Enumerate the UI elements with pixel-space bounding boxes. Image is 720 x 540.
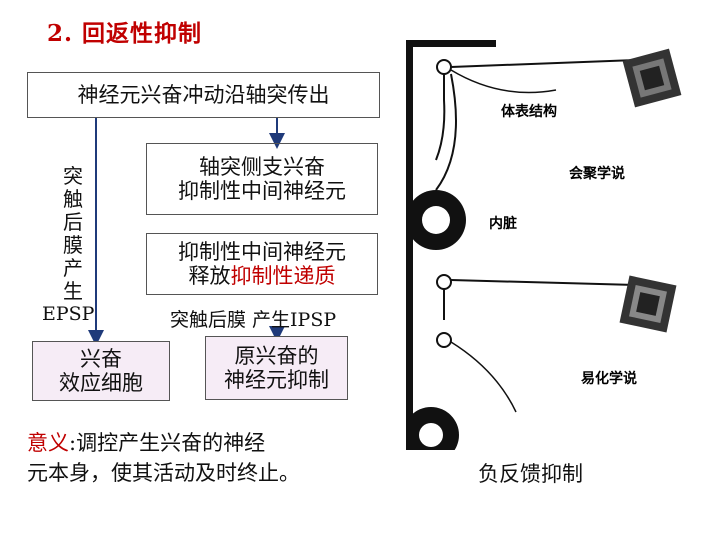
box-release-line2: 释放抑制性递质 bbox=[188, 264, 336, 288]
postsynaptic-vertical-label: 突 触 后 膜 产 生 bbox=[63, 164, 83, 303]
viscera-organ-top bbox=[406, 190, 466, 250]
epsp-label: EPSP bbox=[42, 303, 95, 325]
figure-label-viscera: 内脏 bbox=[489, 215, 517, 232]
box-neuron-inhibited-line1: 原兴奋的 bbox=[234, 343, 319, 368]
referred-pain-figure: 体表结构 会聚学说 内脏 易化学说 bbox=[406, 40, 686, 450]
figure-label-convergence: 会聚学说 bbox=[569, 165, 625, 182]
box-impulse-out: 神经元兴奋冲动沿轴突传出 bbox=[27, 72, 380, 118]
figure-border bbox=[406, 40, 413, 450]
box-effector-line1: 兴奋 bbox=[80, 346, 122, 371]
box-collateral-line1: 轴突侧支兴奋 bbox=[199, 154, 325, 179]
skin-patch-bottom bbox=[619, 275, 677, 333]
figure-caption: 负反馈抑制 bbox=[478, 462, 583, 486]
significance-text: 意义:调控产生兴奋的神经 元本身，使其活动及时终止。 bbox=[27, 431, 300, 485]
figure-label-facilitation: 易化学说 bbox=[581, 370, 637, 387]
skin-patch-top bbox=[622, 48, 682, 108]
box-collateral-line2: 抑制性中间神经元 bbox=[178, 179, 346, 203]
box-neuron-inhibited-line2: 神经元抑制 bbox=[224, 368, 329, 392]
box-impulse-out-text: 神经元兴奋冲动沿轴突传出 bbox=[77, 82, 330, 107]
ipsp-label: 突触后膜 产生IPSP bbox=[170, 309, 337, 331]
viscera-organ-bottom bbox=[406, 407, 459, 450]
significance-label: 意义 bbox=[27, 431, 69, 455]
box-effector: 兴奋 效应细胞 bbox=[32, 341, 170, 401]
page-title: 2. 回返性抑制 bbox=[47, 20, 203, 47]
box-effector-line2: 效应细胞 bbox=[59, 371, 143, 395]
box-release-line1: 抑制性中间神经元 bbox=[178, 239, 346, 264]
box-collateral: 轴突侧支兴奋 抑制性中间神经元 bbox=[146, 143, 378, 215]
figure-label-body: 体表结构 bbox=[501, 103, 557, 120]
box-release: 抑制性中间神经元 释放抑制性递质 bbox=[146, 233, 378, 295]
box-neuron-inhibited: 原兴奋的 神经元抑制 bbox=[205, 336, 348, 400]
